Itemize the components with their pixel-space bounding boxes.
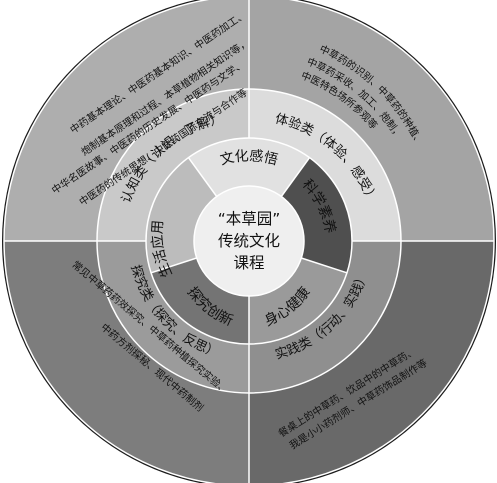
center-title-line-2: 传统文化 — [218, 232, 280, 250]
center-title: “本草园” 传统文化 课程 — [218, 210, 281, 272]
dividers — [3, 0, 495, 483]
center-title-line-3: 课程 — [233, 254, 264, 272]
center-circle — [194, 186, 304, 296]
center-title-line-1: “本草园” — [218, 210, 281, 228]
